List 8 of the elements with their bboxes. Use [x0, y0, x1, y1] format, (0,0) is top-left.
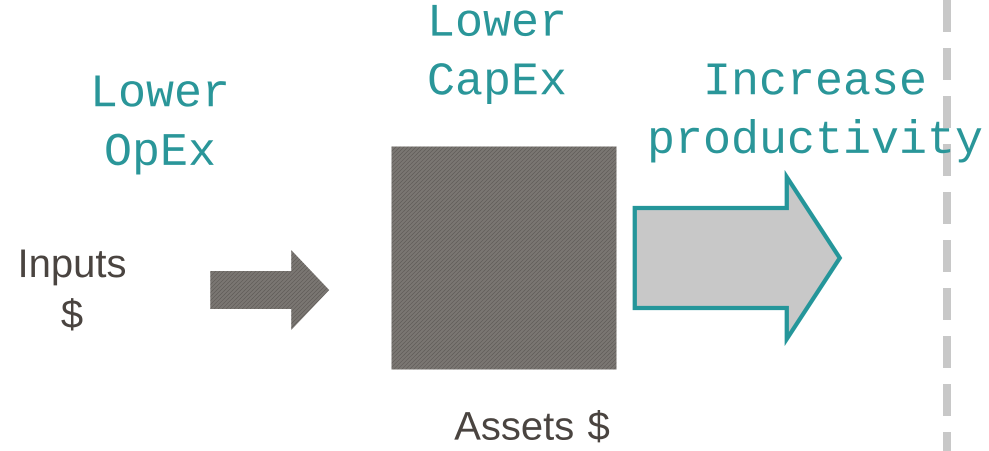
block-arrow — [210, 250, 330, 330]
annotation-text: Increase productivity — [651, 63, 982, 163]
annotation-text: Lower OpEx — [95, 75, 226, 175]
annotation-text: Lower CapEx — [430, 4, 565, 104]
block-arrow — [632, 170, 842, 346]
input-label: Inputs $ — [21, 250, 126, 330]
square-block — [392, 146, 616, 370]
assets-label: Assets $ — [454, 410, 610, 442]
